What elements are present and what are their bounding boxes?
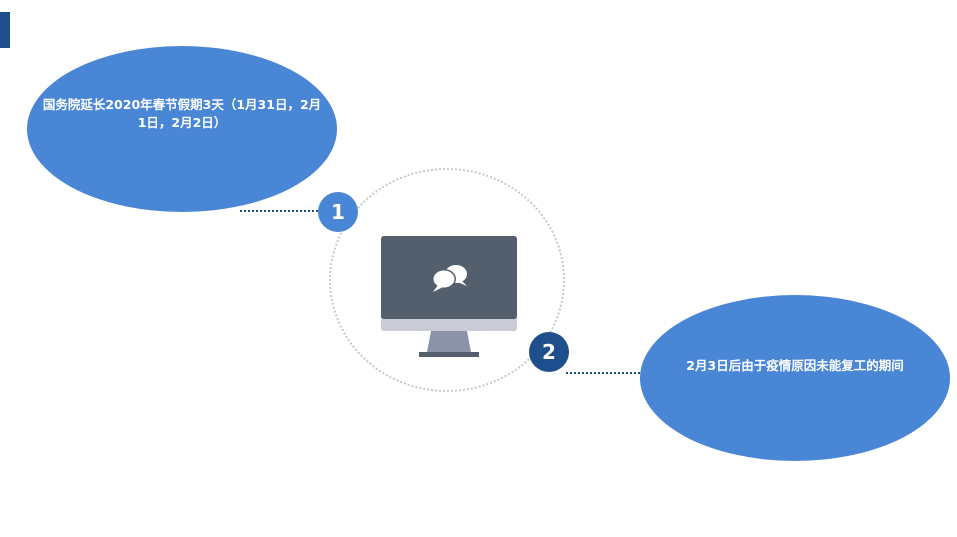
chat-bubbles-icon: [432, 265, 467, 292]
step-1-badge: 1: [318, 192, 358, 232]
step-2-badge: 2: [529, 332, 569, 372]
corner-accent-bar: [0, 12, 10, 48]
step-1-connector: [240, 210, 322, 212]
computer-monitor-icon: [381, 236, 517, 357]
step-1-bubble: 国务院延长2020年春节假期3天（1月31日，2月1日，2月2日）: [27, 46, 337, 212]
step-1-text: 国务院延长2020年春节假期3天（1月31日，2月1日，2月2日）: [42, 97, 322, 130]
step-2-number: 2: [542, 340, 556, 364]
monitor-base: [419, 352, 479, 357]
monitor-stand: [427, 331, 471, 352]
center-dotted-ring: [329, 168, 565, 392]
step-2-bubble: 2月3日后由于疫情原因未能复工的期间: [640, 295, 950, 461]
step-2-text: 2月3日后由于疫情原因未能复工的期间: [686, 358, 904, 373]
step-1-number: 1: [331, 200, 345, 224]
step-2-connector: [566, 372, 640, 374]
